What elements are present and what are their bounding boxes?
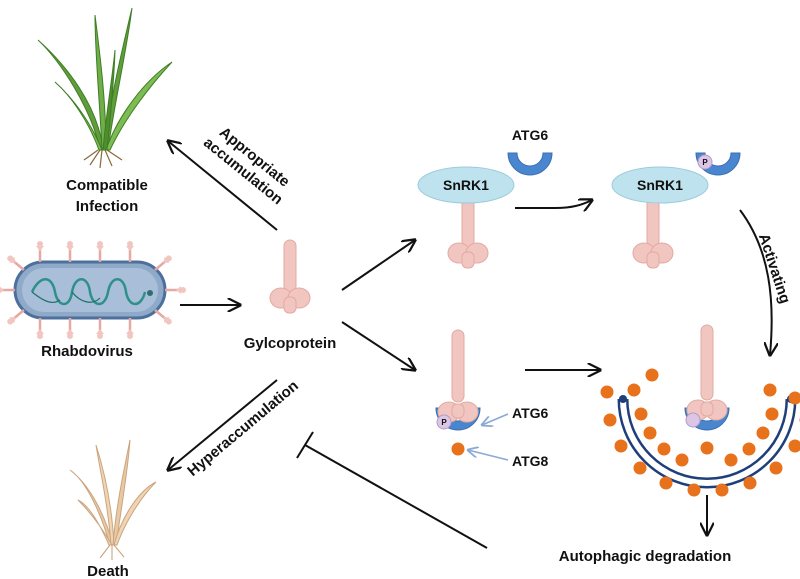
- compatible-infection-label-line1: Compatible: [66, 177, 148, 194]
- glycoprotein-snrk1-right-icon: [632, 194, 674, 269]
- hyperaccumulation-label: Hyperaccumulation: [184, 377, 302, 480]
- glycoprotein-to-snrk1-arrow: [341, 240, 415, 291]
- atg6-phosphorylated-top-icon: [695, 152, 741, 176]
- atg8-label: ATG8: [512, 453, 549, 469]
- autophagic-degradation-label: Autophagic degradation: [559, 548, 732, 565]
- appropriate-accumulation-arrow: [168, 141, 278, 231]
- glycoprotein-to-atg6-complex-arrow: [341, 321, 415, 370]
- phospho-mark-bottom: P: [441, 418, 447, 427]
- atg6-top-label: ATG6: [512, 127, 549, 143]
- atg6-bottom-label: ATG6: [512, 405, 549, 421]
- atg8-pointer: [468, 450, 509, 461]
- healthy-plant-icon: [37, 7, 173, 169]
- snrk1-right-label: SnRK1: [637, 177, 683, 193]
- snrk1-left-label: SnRK1: [443, 177, 489, 193]
- snrk1-left-shape: [417, 166, 515, 204]
- activating-arrow: [739, 209, 772, 355]
- atg6-top-icon: [507, 152, 553, 176]
- dead-plant-icon: [69, 439, 157, 560]
- glycoprotein-icon: [269, 239, 311, 314]
- compatible-infection-label-line2: Infection: [76, 198, 139, 215]
- phospho-mark-top: P: [702, 158, 708, 167]
- rhabdovirus-icon: [0, 239, 188, 341]
- inhibition-bar: [296, 431, 314, 459]
- rhabdovirus-label: Rhabdovirus: [41, 343, 133, 360]
- snrk1-phosphorylation-arrow: [515, 200, 592, 208]
- hyperaccumulation-arrow: [168, 379, 278, 470]
- glycoprotein-atg6-complex-icon: [435, 329, 481, 456]
- atg6-pointer: [482, 413, 509, 425]
- snrk1-right-shape: [611, 166, 709, 204]
- autophagosome-icon: [600, 324, 800, 497]
- glycoprotein-label: Gylcoprotein: [244, 335, 337, 352]
- glycoprotein-snrk1-left-icon: [447, 194, 489, 269]
- death-label: Death: [87, 563, 129, 579]
- inhibition-line: [304, 444, 488, 549]
- activating-label: Activating: [755, 231, 794, 305]
